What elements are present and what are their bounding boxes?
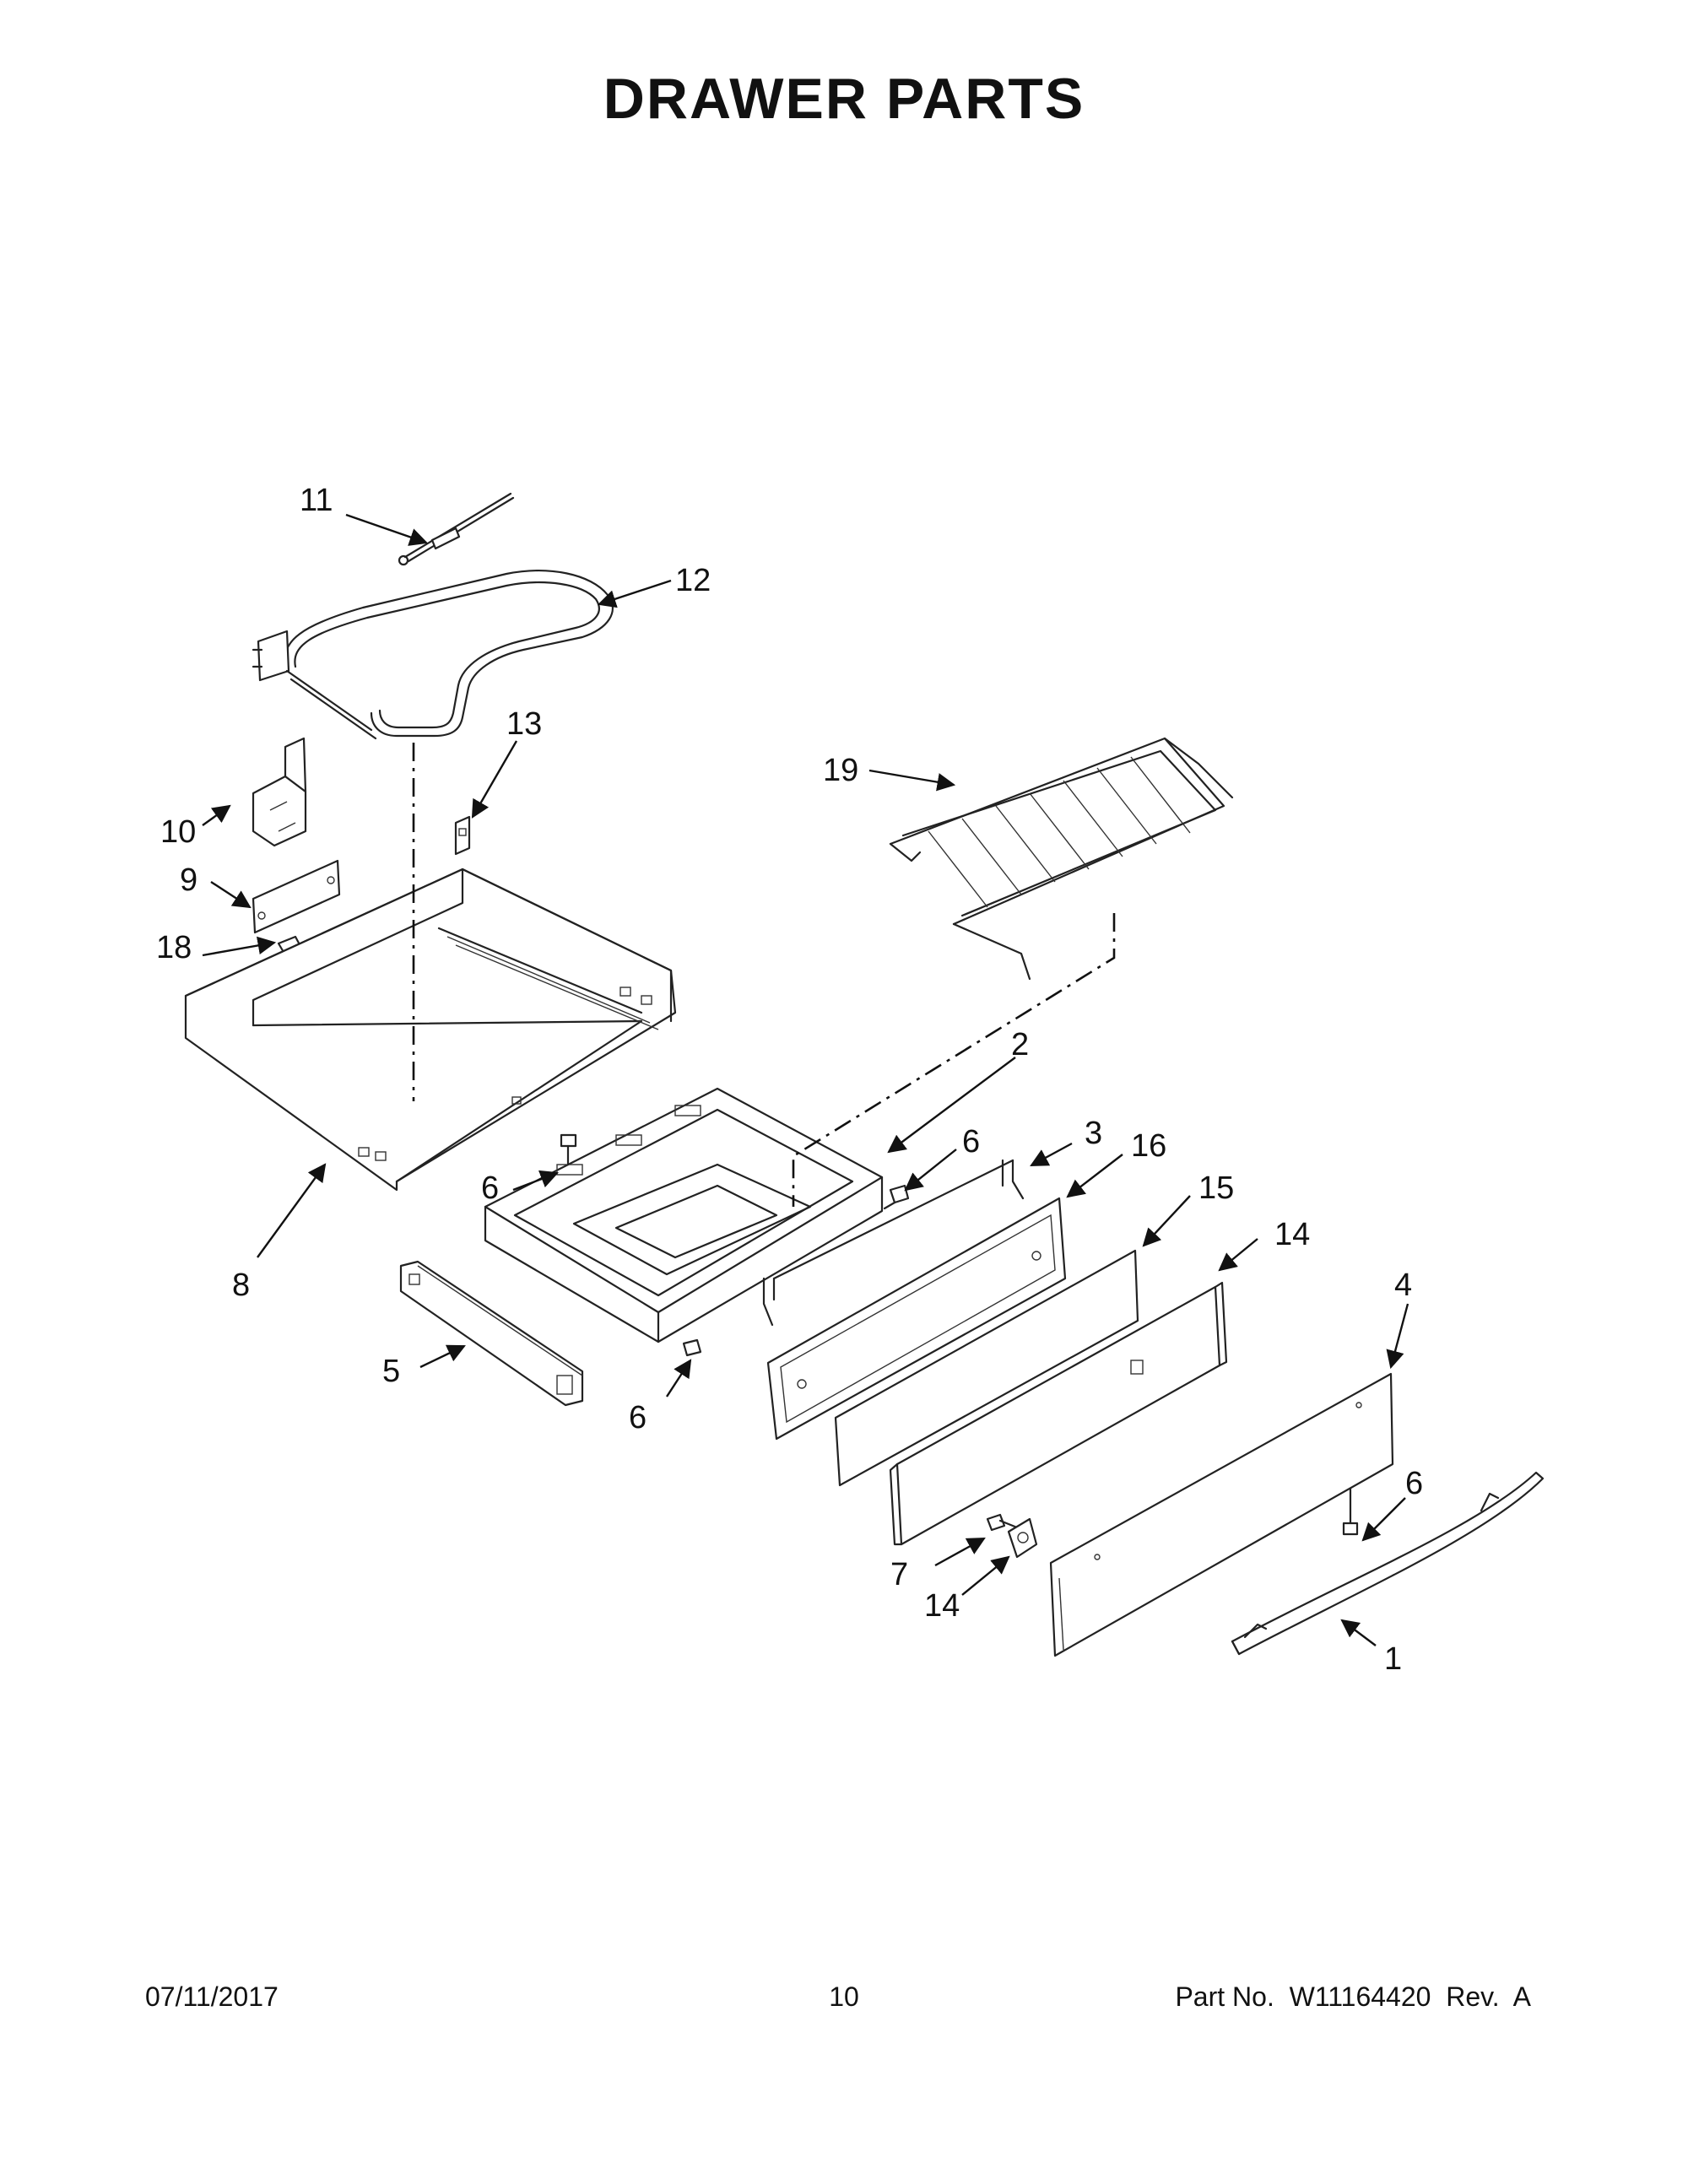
part-2-drawer-pan xyxy=(484,1087,884,1343)
callout-3: 3 xyxy=(1085,1116,1102,1151)
part-10-bracket xyxy=(252,737,307,847)
assembly-lines xyxy=(412,743,1116,1207)
part-12-heating-element xyxy=(252,570,614,740)
footer-page-number: 10 xyxy=(829,1981,859,2012)
part-6-screw-d xyxy=(1342,1484,1359,1536)
callout-8: 8 xyxy=(232,1268,250,1303)
footer-part-number: Part No. W11164420 Rev. A xyxy=(1175,1981,1531,2012)
part-19-rack xyxy=(889,737,1234,981)
part-5-slide-rail xyxy=(399,1260,584,1407)
leader-lines xyxy=(202,513,1409,1646)
page-title: DRAWER PARTS xyxy=(603,67,1085,131)
part-17-inner-panel xyxy=(766,1197,1067,1441)
part-6-screw-b xyxy=(883,1184,910,1210)
part-11-sensor xyxy=(398,492,515,566)
part-14-bracket xyxy=(1007,1517,1038,1559)
callout-12: 12 xyxy=(675,563,711,598)
part-7-screw xyxy=(986,1513,1019,1532)
callout-labels: 11 12 13 19 10 9 18 8 2 6 6 3 16 15 14 4… xyxy=(156,483,1423,1677)
part-9-plate xyxy=(252,859,341,934)
part-6-screw-c xyxy=(682,1338,702,1357)
callout-10: 10 xyxy=(160,814,196,850)
callout-19: 19 xyxy=(823,753,858,788)
part-3-end-cap xyxy=(762,1159,1025,1327)
callout-6-d: 6 xyxy=(1405,1466,1423,1501)
callout-6-b: 6 xyxy=(962,1124,980,1160)
part-6-screw-a xyxy=(560,1133,577,1166)
callout-5: 5 xyxy=(382,1354,400,1389)
part-8-drawer-housing xyxy=(184,868,677,1192)
part-1-handle xyxy=(1231,1471,1545,1656)
callout-15: 14 xyxy=(1274,1217,1310,1252)
callout-1: 1 xyxy=(1384,1641,1402,1677)
callout-13: 13 xyxy=(506,706,542,742)
callout-17: 16 xyxy=(1131,1128,1166,1164)
callout-16: 15 xyxy=(1198,1170,1234,1206)
callout-6-a: 6 xyxy=(481,1170,499,1206)
callout-18: 18 xyxy=(156,930,192,965)
callout-2: 2 xyxy=(1011,1027,1029,1062)
callout-9: 9 xyxy=(180,862,197,898)
part-13-clip xyxy=(454,815,471,856)
callout-7: 7 xyxy=(890,1557,908,1592)
callout-11: 11 xyxy=(300,483,333,518)
footer-date: 07/11/2017 xyxy=(145,1981,279,2012)
part-15-liner xyxy=(889,1281,1228,1546)
part-4-door-panel xyxy=(1049,1372,1394,1657)
callout-14: 14 xyxy=(924,1588,960,1624)
callout-4: 4 xyxy=(1394,1268,1412,1303)
callout-6-c: 6 xyxy=(629,1400,647,1435)
